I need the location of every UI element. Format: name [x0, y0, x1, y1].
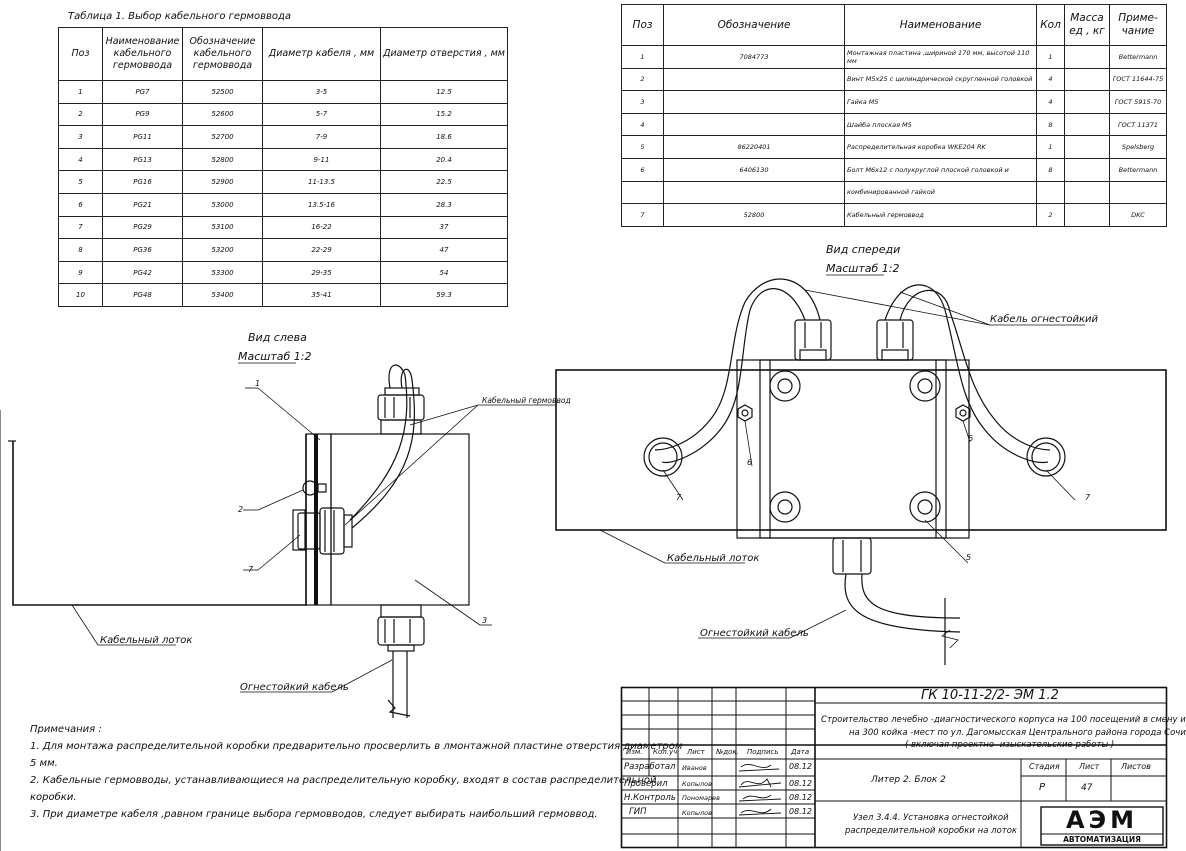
front-view-scale: Масштаб 1:2 [826, 262, 899, 275]
front-view-title: Вид спереди [826, 243, 900, 256]
position-marker: 1 [255, 379, 260, 388]
drawing-code: ГК 10-11-2/2- ЭМ 1.2 [921, 688, 1059, 703]
role-date: 08.12 [789, 793, 812, 802]
col-header: Дата [791, 748, 810, 756]
drawing-name: распределительной коробки на лоток [845, 826, 1018, 836]
table-header: Приме- чание [1109, 4, 1167, 46]
table1-caption: Таблица 1. Выбор кабельного гермоввода [68, 11, 292, 22]
role-label: Разработал [624, 762, 676, 772]
fire-cable-label-front: Огнестойкий кабель [700, 627, 809, 639]
position-marker: 3 [482, 616, 487, 625]
table-header-row: Поз Обозначение Наименование Кол Масса е… [621, 4, 1167, 46]
project-line: ( включая проектно -изыскательские работ… [905, 740, 1115, 750]
role-name: Копылов [682, 809, 712, 817]
role-date: 08.12 [789, 762, 812, 771]
role-date: 08.12 [789, 807, 812, 816]
left-view-scale: Масштаб 1:2 [238, 350, 311, 363]
role-label: Проверил [624, 779, 668, 789]
role-name: Копылов [682, 780, 712, 788]
col-header: Кол.уч [653, 748, 678, 756]
note-line: 2. Кабельные гермовводы, устанавливающие… [30, 775, 657, 786]
title-block: ГК 10-11-2/2- ЭМ 1.2 Строительство лечеб… [620, 686, 1186, 849]
table-header: Обозначение [663, 4, 845, 46]
col-header: Изм. [626, 748, 643, 756]
cable-tray-label-front: Кабельный лоток [667, 552, 759, 564]
specification-table: Поз Обозначение Наименование Кол Масса е… [621, 4, 1167, 227]
table-header: Наименование кабельного гермоввода [102, 27, 183, 81]
table-header: Поз [58, 27, 103, 81]
fire-cable-label-left: Огнестойкий кабель [240, 681, 349, 693]
position-marker: 5 [966, 553, 971, 562]
position-marker: 7 [1085, 493, 1091, 502]
position-marker: 7 [676, 493, 682, 502]
company-logo: АЭМ [1065, 806, 1139, 834]
col-header: №док. [716, 748, 739, 756]
company-subtitle: АВТОМАТИЗАЦИЯ [1063, 835, 1141, 844]
position-marker: 7 [248, 565, 254, 574]
table-cell: Кабельный гермоввод [844, 203, 1037, 227]
note-line: коробки. [30, 792, 77, 803]
project-line: на 300 койка -мест по ул. Дагомысская Це… [849, 728, 1186, 738]
table-header: Поз [621, 4, 664, 46]
role-date: 08.12 [789, 779, 812, 788]
drawing-name: Узел 3.4.4. Установка огнестойкой [853, 813, 1009, 823]
role-name: Пономарев [682, 794, 720, 802]
gland-selection-table: Поз Наименование кабельного гермоввода О… [58, 27, 508, 307]
position-marker: 6 [968, 434, 973, 443]
table-header-row: Поз Наименование кабельного гермоввода О… [58, 27, 508, 81]
position-marker: 6 [747, 458, 752, 467]
table-header: Диаметр кабеля , мм [262, 27, 381, 81]
table-cell: 7 [621, 203, 664, 227]
role-label: Н.Контроль [624, 793, 676, 803]
position-marker: 2 [238, 505, 243, 514]
table-header: Обозначение кабельного гермоввода [182, 27, 263, 81]
left-view-title: Вид слева [248, 331, 307, 344]
table-header: Масса ед , кг [1064, 4, 1110, 46]
table-cell: DKC [1109, 203, 1167, 227]
sheet-value: 47 [1081, 783, 1093, 793]
gland-label: Кабельный гермоввод [482, 396, 571, 405]
note-line: 1. Для монтажа распределительной коробки… [30, 741, 683, 752]
fire-cable-label-top: Кабель огнестойкий [990, 313, 1099, 325]
stage-label: Стадия [1029, 762, 1060, 771]
cable-tray-label-left: Кабельный лоток [100, 634, 192, 646]
note-line: 5 мм. [30, 758, 58, 769]
sheets-label: Листов [1121, 762, 1151, 771]
project-line: Строительство лечебно -диагностического … [821, 715, 1186, 725]
sheet-label: Лист [1079, 762, 1100, 771]
table-header: Кол [1036, 4, 1065, 46]
sheet-title: Литер 2. Блок 2 [871, 775, 946, 785]
role-label: ГИП [629, 807, 647, 817]
title-block-grid [620, 686, 1168, 849]
stage-value: Р [1039, 782, 1046, 793]
role-name: Иванов [682, 764, 707, 772]
table-header: Диаметр отверстия , мм [380, 27, 508, 81]
col-header: Лист [687, 748, 705, 756]
notes-title: Примечания : [30, 724, 102, 735]
table-row: комбинированной гайкой [621, 180, 1167, 205]
table-cell: Spelsberg [1109, 135, 1167, 159]
table-header: Наименование [844, 4, 1037, 46]
table-cell: 59.3 [380, 283, 508, 307]
col-header: Подпись [747, 748, 779, 756]
note-line: 3. При диаметре кабеля ,равном границе в… [30, 809, 598, 820]
